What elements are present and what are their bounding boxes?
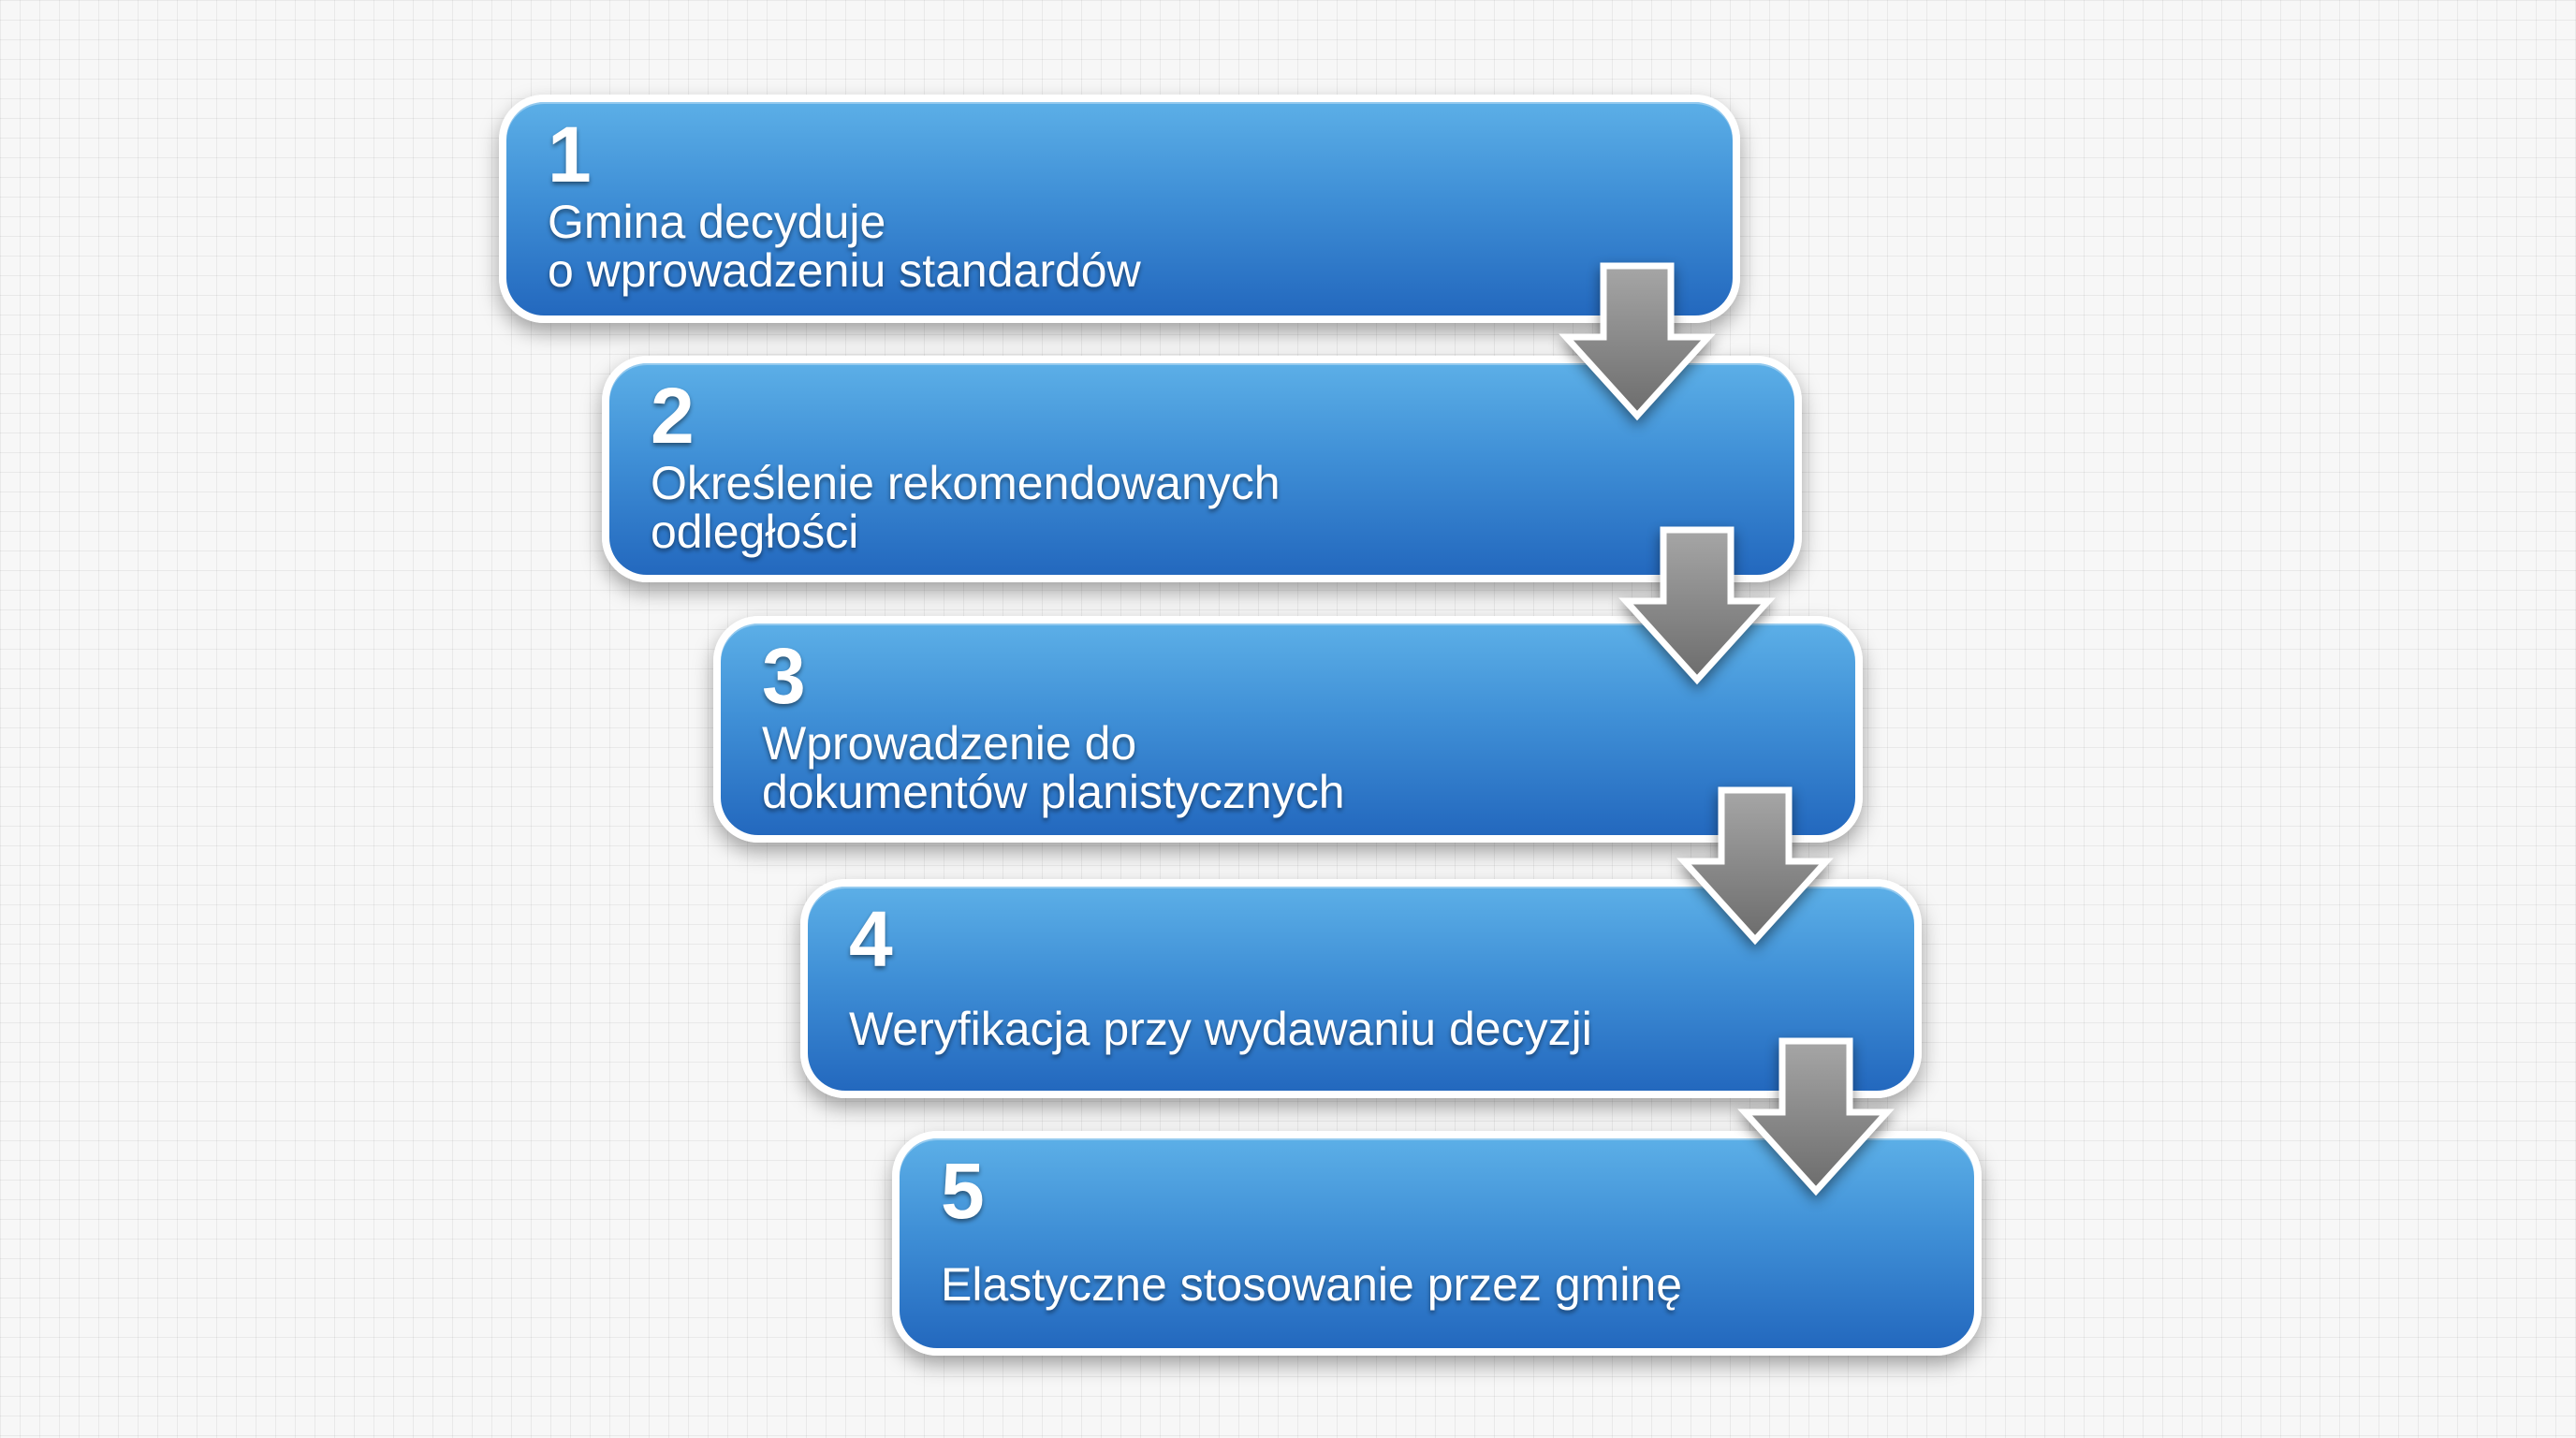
step-3-text-line-2: dokumentów planistycznych xyxy=(762,766,1345,818)
step-2-box: 2 Określenie rekomendowanych odległości xyxy=(602,356,1802,582)
step-1-text-line-2: o wprowadzeniu standardów xyxy=(548,244,1141,297)
step-5-text: Elastyczne stosowanie przez gminę xyxy=(941,1260,1937,1309)
step-3-text-line-1: Wprowadzenie do xyxy=(762,717,1137,770)
step-5-number: 5 xyxy=(941,1147,985,1235)
down-arrow-icon xyxy=(1618,526,1776,685)
step-1-text: Gmina decyduje o wprowadzeniu standardów xyxy=(548,198,1695,295)
step-1-text-line-1: Gmina decyduje xyxy=(548,196,886,248)
step-4-text: Weryfikacja przy wydawaniu decyzji xyxy=(849,1005,1877,1053)
step-2-number: 2 xyxy=(651,372,695,460)
down-arrow-icon xyxy=(1737,1037,1895,1196)
down-arrow-icon xyxy=(1559,262,1716,421)
step-1-box: 1 Gmina decyduje o wprowadzeniu standard… xyxy=(499,95,1740,323)
step-4-text-line-1: Weryfikacja przy wydawaniu decyzji xyxy=(849,1003,1592,1055)
step-3-text: Wprowadzenie do dokumentów planistycznyc… xyxy=(762,719,1818,816)
down-arrow-icon xyxy=(1676,786,1834,946)
step-2-text-line-2: odległości xyxy=(651,506,859,558)
step-1-number: 1 xyxy=(548,110,592,198)
step-4-number: 4 xyxy=(849,895,893,983)
step-3-number: 3 xyxy=(762,632,806,720)
step-5-text-line-1: Elastyczne stosowanie przez gminę xyxy=(941,1258,1683,1311)
step-2-text: Określenie rekomendowanych odległości xyxy=(651,459,1757,556)
step-2-text-line-1: Określenie rekomendowanych xyxy=(651,457,1281,509)
